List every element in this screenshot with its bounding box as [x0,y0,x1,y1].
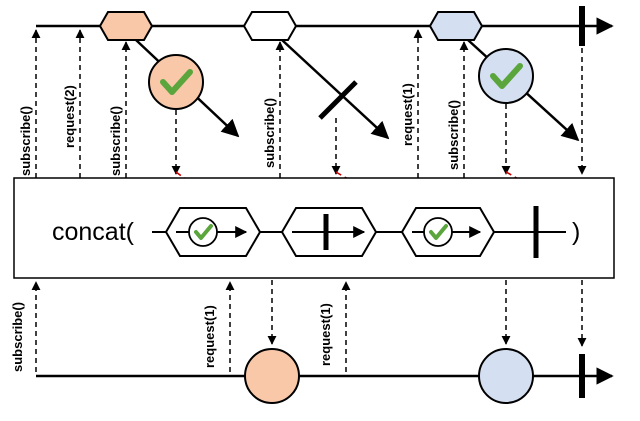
label-request-1-bottom-a: request(1) [202,305,217,368]
source-1-check-icon [160,69,193,95]
inner-hex-3-circle [423,217,453,247]
operator-label: concat( [52,218,135,246]
inner-hex-1-check-icon [194,224,213,240]
label-subscribe-1: subscribe() [18,106,33,176]
source-2-error-x-icon [318,80,358,120]
source-2-diagonal-arrow [281,39,390,140]
source-2 [242,11,390,140]
label-subscribe-4: subscribe() [446,100,461,170]
source-3-hexagon [428,11,484,41]
inner-hex-1-circle [188,217,218,247]
label-request-1-top: request(1) [400,83,415,146]
inner-hex-3-check-icon [429,224,448,240]
source-2-hexagon [242,11,298,41]
label-subscribe-3: subscribe() [262,98,277,168]
top-downward-arrows [171,48,587,175]
operator-box: concat( ) [13,177,615,279]
source-1-complete-circle [148,54,204,110]
top-labels: subscribe() request(2) subscribe() subsc… [18,83,461,176]
source-3-complete-circle [478,48,534,104]
top-upward-arrows [31,29,469,178]
source-1-hexagon [98,11,154,41]
bottom-upward-arrows [31,281,351,372]
label-request-2: request(2) [62,85,77,148]
label-subscribe-bottom: subscribe() [10,302,25,372]
source-1 [98,11,240,138]
source-3-check-icon [490,63,523,89]
operator-close: ) [572,218,580,246]
result-orange-circle [244,348,300,404]
source-3 [428,11,580,142]
result-blue-circle [478,348,534,404]
bottom-labels: subscribe() request(1) request(1) [10,302,333,372]
bottom-timeline [36,348,614,404]
label-subscribe-2: subscribe() [108,106,123,176]
bottom-downward-arrows [267,280,587,347]
label-request-1-bottom-b: request(1) [318,303,333,366]
